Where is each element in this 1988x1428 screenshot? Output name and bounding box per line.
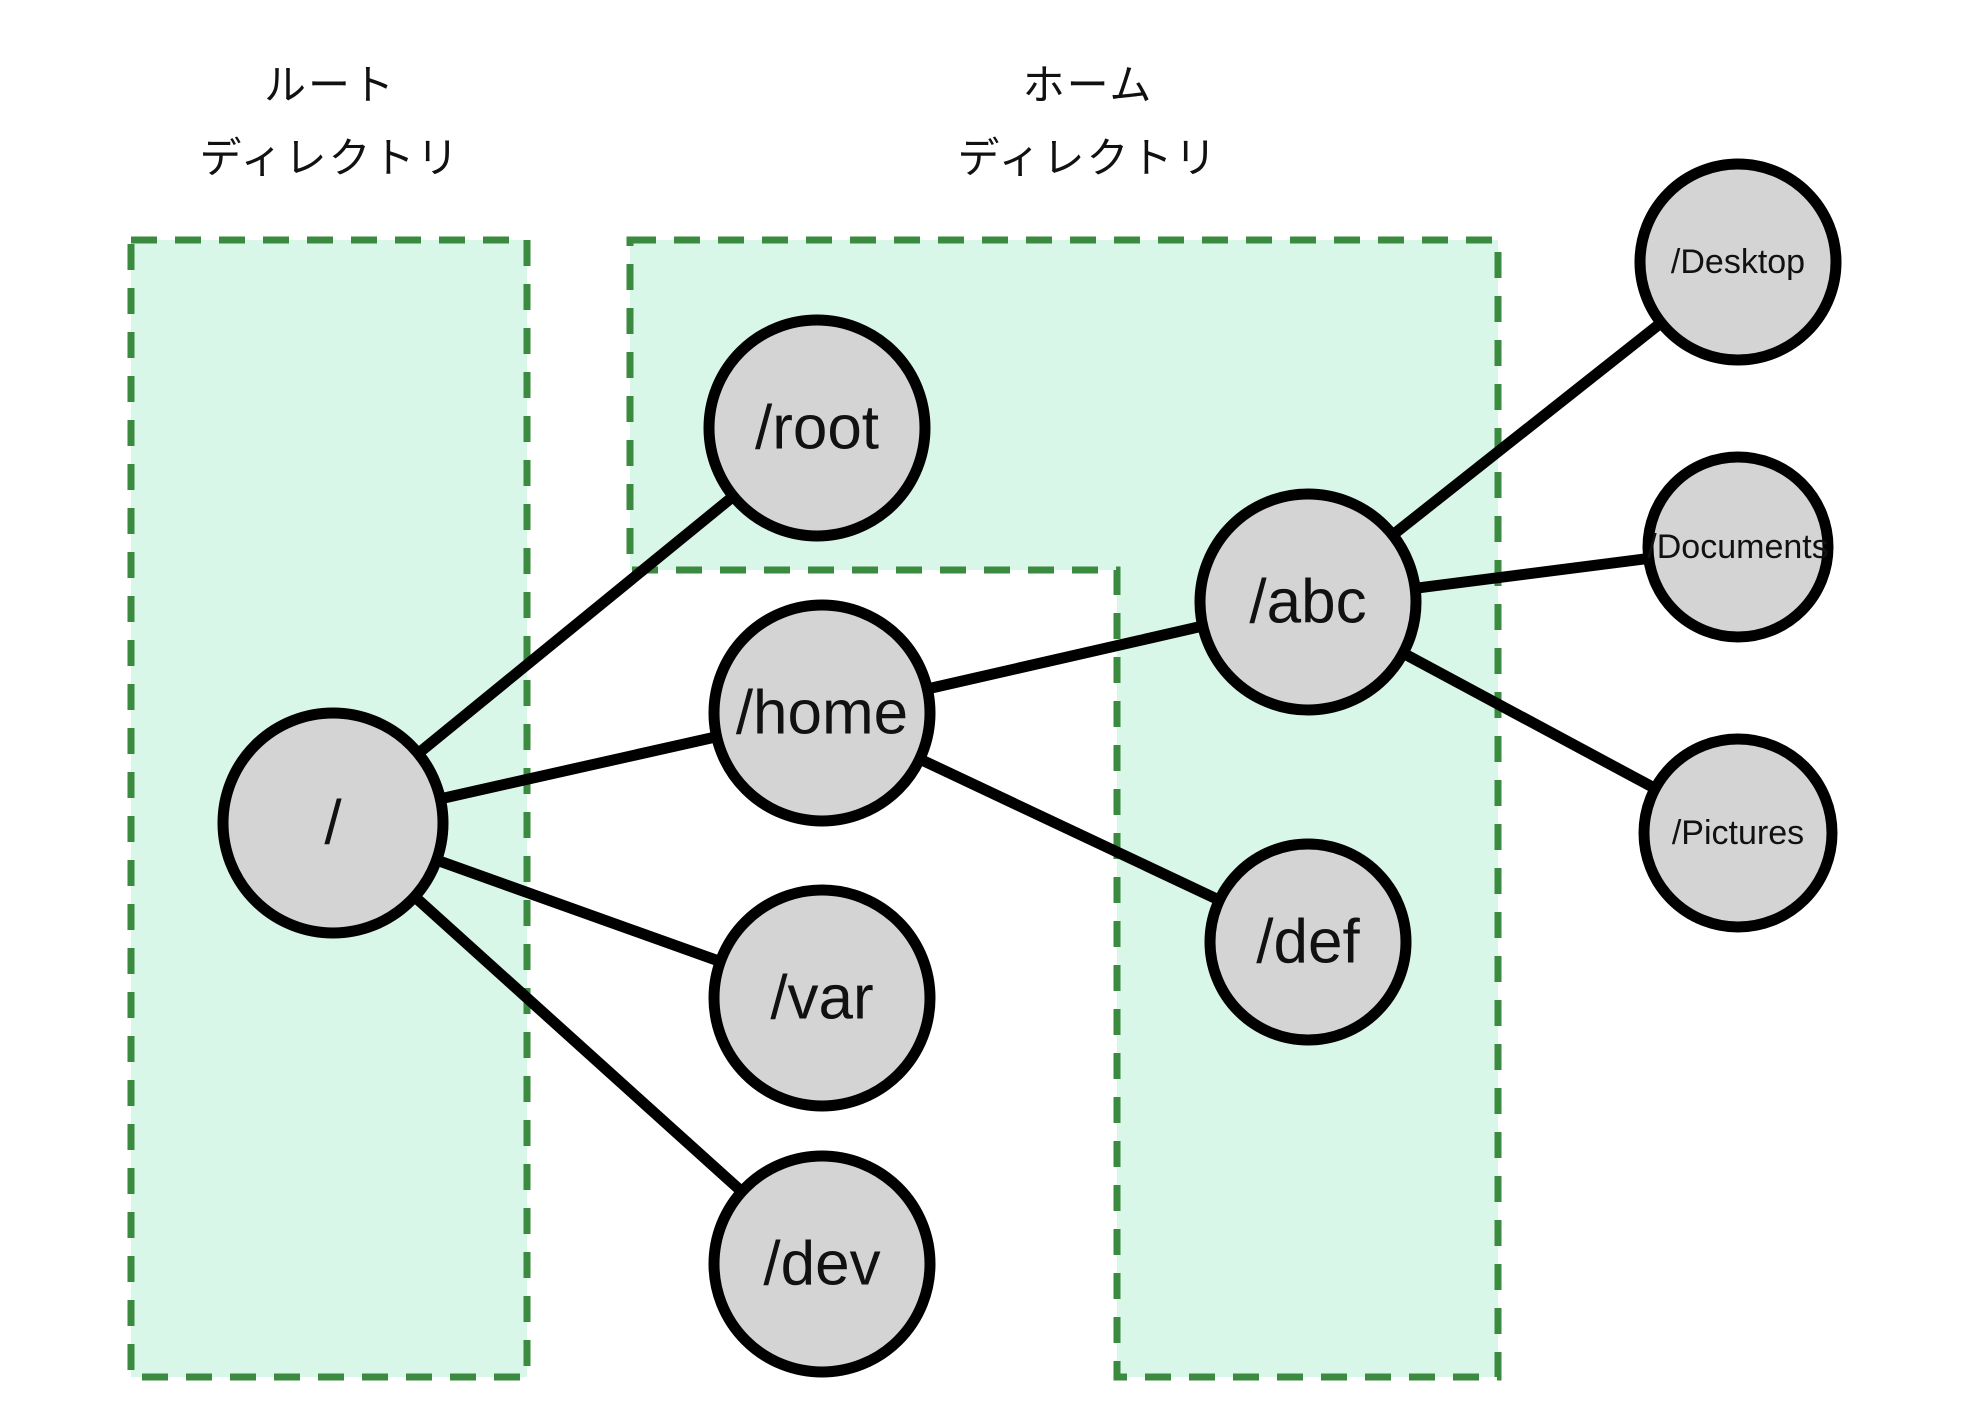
node-root[interactable]: /root — [703, 314, 931, 542]
node-dev-shape[interactable] — [708, 1150, 936, 1378]
root-directory-region-title-line1: ルート — [264, 62, 396, 109]
node-desktop-label: /Desktop — [1671, 243, 1805, 281]
edge-abc-pictures — [1397, 646, 1662, 796]
node-pictures[interactable]: /Pictures — [1638, 733, 1838, 933]
edge-slash-dev — [408, 889, 749, 1199]
node-home[interactable]: /home — [708, 599, 936, 827]
node-pictures-shape[interactable] — [1638, 733, 1838, 933]
edge-slash-root — [411, 489, 740, 761]
node-root-shape[interactable] — [703, 314, 931, 542]
edge-home-abc — [922, 619, 1208, 696]
node-abc-shape[interactable] — [1194, 488, 1422, 716]
node-home-label: /home — [736, 679, 908, 748]
node-documents-label: /Documents — [1647, 528, 1828, 566]
node-def-shape[interactable] — [1204, 838, 1412, 1046]
node-root-slash-label: / — [324, 789, 342, 858]
node-layer: / /root/home/var/dev/abc/def/Desktop/Docu… — [217, 158, 1842, 1378]
root-directory-region-title-line2: ディレクトリ — [199, 135, 460, 182]
node-abc-label: /abc — [1249, 568, 1366, 637]
node-desktop[interactable]: /Desktop — [1634, 158, 1842, 366]
node-desktop-shape[interactable] — [1634, 158, 1842, 366]
node-var-label: /var — [770, 964, 873, 1033]
home-directory-region-title-line1: ホーム — [1023, 62, 1154, 109]
node-pictures-label: /Pictures — [1672, 814, 1804, 852]
node-dev-label: /dev — [763, 1230, 880, 1299]
node-dev[interactable]: /dev — [708, 1150, 936, 1378]
edge-abc-desktop — [1386, 315, 1668, 542]
node-root-slash-shape[interactable] — [217, 707, 449, 939]
home-directory-region-title-line2: ディレクトリ — [957, 135, 1218, 182]
node-documents[interactable]: /Documents — [1642, 451, 1834, 643]
edge-layer — [408, 315, 1668, 1199]
edge-abc-documents — [1410, 552, 1654, 595]
node-home-shape[interactable] — [708, 599, 936, 827]
node-var[interactable]: /var — [708, 884, 936, 1112]
node-def-label: /def — [1256, 908, 1360, 977]
node-var-shape[interactable] — [708, 884, 936, 1112]
node-def[interactable]: /def — [1204, 838, 1412, 1046]
node-abc[interactable]: /abc — [1194, 488, 1422, 716]
edge-slash-home — [435, 730, 722, 806]
edge-home-def — [913, 752, 1226, 907]
edge-slash-var — [430, 853, 726, 969]
node-root-label: /root — [755, 394, 879, 463]
node-documents-shape[interactable] — [1642, 451, 1834, 643]
node-root-slash[interactable]: / — [217, 707, 449, 939]
